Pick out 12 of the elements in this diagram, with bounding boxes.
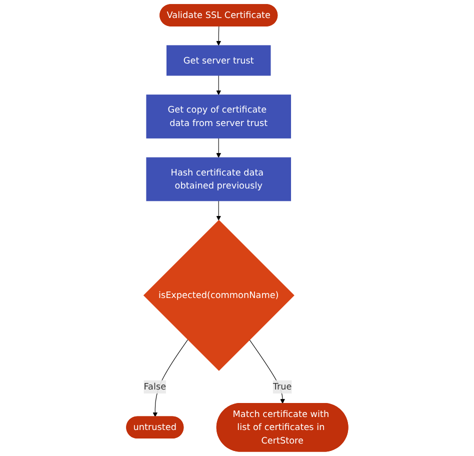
- arrow: [216, 200, 221, 220]
- node-box: Get copy of certificate data from server trust: [146, 94, 291, 138]
- node-diamond: isExpected(commonName): [143, 220, 294, 371]
- node-box: Hash certificate data obtained previously: [146, 157, 291, 202]
- arrow: [216, 75, 221, 96]
- arrow: [152, 339, 188, 418]
- node-box: Get server trust: [166, 45, 271, 76]
- arrow: [216, 138, 221, 158]
- edge-label: False: [144, 381, 166, 392]
- arrow: [216, 26, 221, 46]
- arrow: [248, 339, 285, 404]
- edge-label: True: [272, 381, 292, 392]
